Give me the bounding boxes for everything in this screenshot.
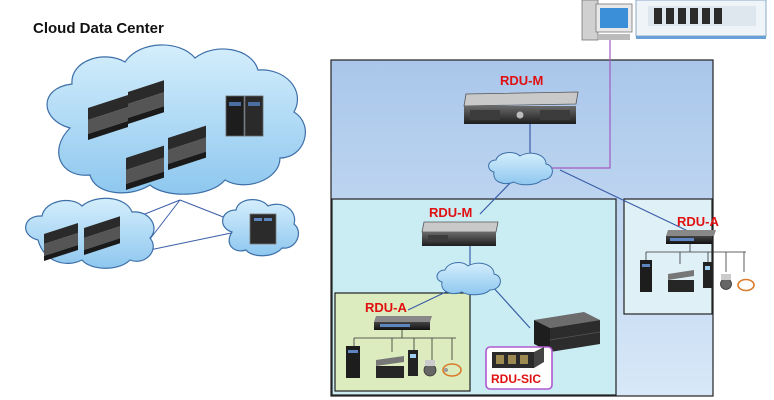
sensor-icon bbox=[703, 262, 712, 288]
rdu-a-right-label: RDU-A bbox=[677, 214, 719, 229]
sensor-icon bbox=[423, 360, 437, 377]
ups-icon bbox=[249, 213, 277, 245]
rdu-m-top-label: RDU-M bbox=[500, 73, 544, 88]
ups-icon bbox=[534, 312, 601, 352]
network-switch-icon bbox=[374, 316, 432, 330]
server-rack-icon bbox=[88, 80, 264, 190]
device-bus-lines bbox=[353, 330, 456, 360]
mid-cloud-icon bbox=[436, 262, 501, 296]
server-rack-icon bbox=[640, 260, 652, 292]
rdu-m-mid-label: RDU-M bbox=[429, 205, 473, 220]
1u-server-icon bbox=[463, 91, 579, 124]
main-cloud-icon bbox=[46, 44, 306, 195]
1u-server-icon bbox=[421, 221, 499, 246]
rdu-a-left-label: RDU-A bbox=[365, 300, 407, 315]
ups-icon bbox=[668, 270, 694, 292]
device-bus-lines-right bbox=[645, 244, 746, 272]
ups-icon bbox=[376, 356, 404, 378]
rdu-sic-card bbox=[485, 346, 553, 390]
server-rack-icon bbox=[44, 216, 120, 261]
cloud-data-center-group bbox=[25, 44, 306, 269]
monitor-pc-icon bbox=[581, 0, 633, 41]
fiber-cable-icon bbox=[442, 363, 462, 377]
rdu-sic-label: RDU-SIC bbox=[491, 372, 541, 386]
server-rack-icon bbox=[346, 346, 360, 378]
page-title: Cloud Data Center bbox=[33, 20, 164, 37]
fiber-cable-icon bbox=[737, 278, 755, 292]
top-cloud-icon bbox=[488, 152, 553, 186]
network-switch-icon bbox=[666, 230, 716, 244]
control-panel-icon bbox=[635, 0, 767, 39]
right-zone bbox=[623, 198, 713, 315]
sensor-icon bbox=[720, 274, 732, 290]
sensor-icon bbox=[408, 350, 418, 376]
monitor-link-line bbox=[536, 34, 611, 169]
